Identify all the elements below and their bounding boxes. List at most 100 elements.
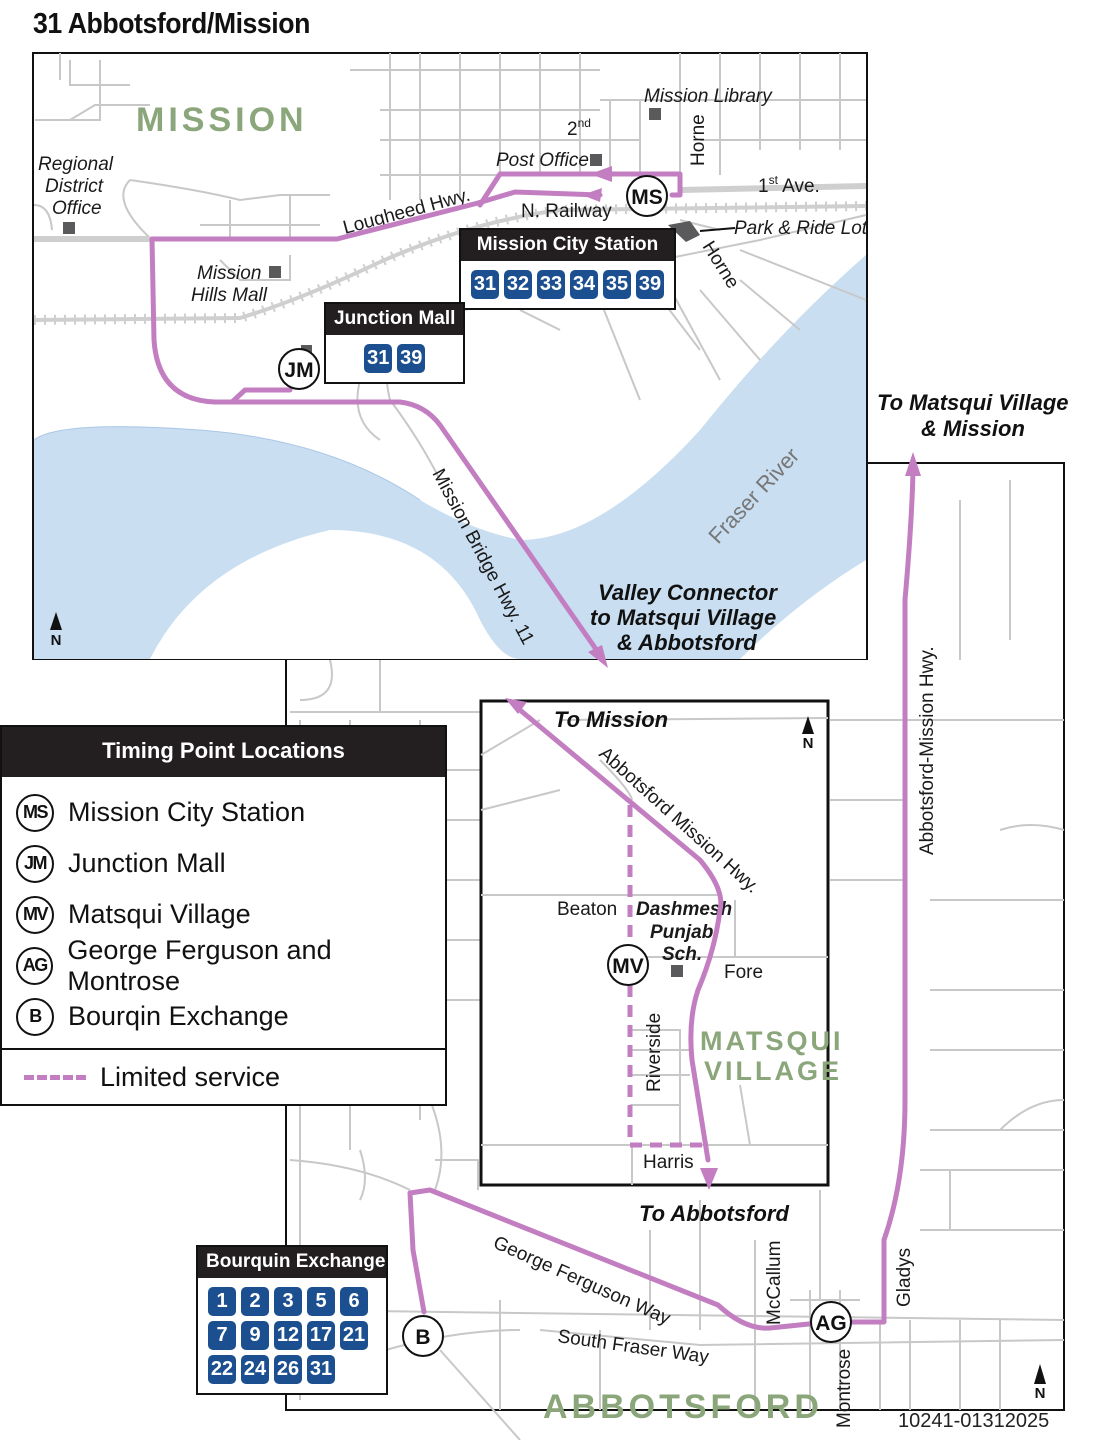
route-badge[interactable]: 31 [307,1355,335,1384]
city-label-abbotsford: ABBOTSFORD [543,1388,823,1426]
school-marker [671,965,683,977]
timing-point-mv[interactable]: MV [607,944,649,986]
regional-district-marker [63,222,75,234]
dashed-line-icon [24,1074,86,1080]
street-label-2nd-sup: nd [578,116,591,130]
route-badge[interactable]: 6 [340,1287,368,1316]
legend-item: MS Mission City Station [16,787,445,838]
route-arrow [590,166,612,182]
north-label-lower: N [1035,1385,1046,1402]
street-label-riverside: Riverside [644,1013,665,1092]
north-arrow-icon [1034,1364,1046,1384]
route-arrow [505,698,527,714]
place-regional-line3: Office [52,198,102,219]
library-marker [649,108,661,120]
legend-label: Junction Mall [68,848,226,878]
place-hills-mall-line1: Mission [197,263,261,284]
place-dashmesh-line2: Punjabi [650,922,719,943]
street-label-2nd-num: 2 [567,119,578,140]
legend-label: Matsqui Village [68,899,251,929]
route-badge[interactable]: 2 [241,1287,269,1316]
city-label-village: VILLAGE [704,1056,842,1086]
legend-limited-service: Limited service [2,1050,445,1104]
place-dashmesh-line1: Dashmesh [636,899,732,920]
route-segment-mission [149,189,603,658]
street-label-1st-ave: 1st Ave. [758,173,820,197]
station-routes: 31 32 33 34 35 39 [461,261,674,308]
route-badge[interactable]: 31 [364,344,393,373]
route-badge[interactable]: 21 [340,1321,368,1350]
street-label-abbotsford-mission-hwy: Abbotsford-Mission Hwy. [917,646,938,855]
route-badge[interactable]: 5 [307,1287,335,1316]
street-label-montrose: Montrose [834,1349,855,1428]
route-31-path [149,166,921,1331]
timing-badge-icon: JM [16,844,54,883]
post-office-marker [590,154,602,166]
route-badge[interactable]: 24 [241,1355,269,1384]
legend-label: George Ferguson and Montrose [67,934,332,996]
route-badge[interactable]: 17 [307,1321,335,1350]
route-arrow [588,645,608,668]
street-label-gladys: Gladys [894,1248,915,1307]
route-badge[interactable]: 32 [504,270,532,299]
mission-hills-mall-marker [269,266,281,278]
route-badge[interactable]: 39 [397,344,426,373]
timing-point-ms[interactable]: MS [626,175,668,217]
station-name: Junction Mall [326,304,464,335]
direction-valley-connector-line2: to Matsqui Village [590,605,776,630]
route-badge[interactable]: 35 [603,270,631,299]
street-label-fore: Fore [724,962,763,983]
station-routes: 31 39 [326,335,463,382]
place-regional-line2: District [45,176,104,197]
timing-badge-icon: MV [16,895,54,934]
route-spur-jm [229,387,293,405]
station-box-mission-city: Mission City Station 31 32 33 34 35 39 [459,228,676,310]
route-badge[interactable]: 31 [471,270,499,299]
legend-label: Bourqin Exchange [68,1001,289,1031]
street-label-1st-sup: st [769,173,779,187]
map-code: 10241-01312025 [898,1410,1049,1432]
timing-point-ag-label: AG [815,1312,847,1335]
station-name: Bourquin Exchange [198,1247,386,1278]
timing-point-ag[interactable]: AG [810,1301,852,1343]
timing-point-b[interactable]: B [402,1315,444,1357]
matsqui-inset: Beaton Fore Riverside Harris Abbotsford … [479,699,844,1187]
route-badge[interactable]: 7 [208,1321,236,1350]
route-badge[interactable]: 1 [208,1287,236,1316]
timing-point-ms-label: MS [631,186,663,209]
street-label-horne-north: Horne [688,114,709,166]
route-badge[interactable]: 9 [241,1321,269,1350]
route-badge[interactable]: 3 [274,1287,302,1316]
legend-list: MS Mission City Station JM Junction Mall… [2,777,445,1048]
route-badge[interactable]: 39 [636,270,664,299]
route-badge[interactable]: 34 [570,270,598,299]
legend-item: AG George Ferguson and Montrose [16,935,445,996]
city-label-matsqui: MATSQUI [700,1026,844,1056]
timing-point-mv-label: MV [612,955,644,978]
page-title: 31 Abbotsford/Mission [33,8,310,40]
route-badge[interactable]: 33 [537,270,565,299]
legend-title: Timing Point Locations [2,727,445,777]
place-regional-line1: Regional [38,154,114,175]
route-badge[interactable]: 26 [274,1355,302,1384]
route-arrow [905,452,921,476]
city-label-mission: MISSION [136,101,308,139]
timing-point-jm-label: JM [284,359,313,382]
route-badge[interactable]: 22 [208,1355,236,1384]
timing-point-jm[interactable]: JM [278,348,320,390]
legend-label: Limited service [100,1061,281,1092]
place-hills-mall-line2: Hills Mall [191,285,268,306]
street-label-harris: Harris [643,1152,694,1173]
street-label-1st-num: 1 [758,176,769,197]
route-arrow [700,1168,718,1190]
street-label-2nd: 2nd [567,116,591,140]
station-name: Mission City Station [461,230,674,261]
station-routes: 1 2 3 5 6 7 9 12 17 21 22 24 26 31 [198,1278,386,1393]
station-box-junction-mall: Junction Mall 31 39 [324,302,466,384]
north-arrow-icon [802,716,814,734]
limited-service-path [627,805,705,1148]
station-box-bourquin: Bourquin Exchange 1 2 3 5 6 7 9 12 17 21… [196,1245,388,1395]
direction-to-abbotsford: To Abbotsford [639,1201,789,1226]
route-badge[interactable]: 12 [274,1321,302,1350]
